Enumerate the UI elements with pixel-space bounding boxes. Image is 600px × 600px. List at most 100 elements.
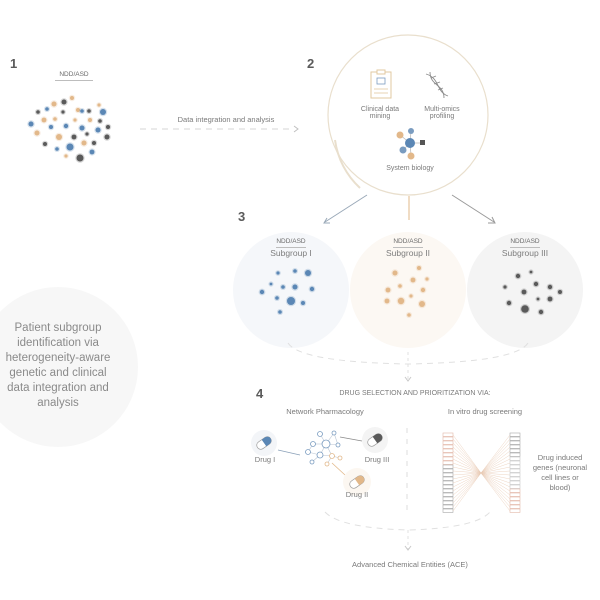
- screening-line: [452, 446, 482, 474]
- network-node: [337, 455, 343, 461]
- gene-cell-right: [509, 488, 521, 493]
- gene-cell-left: [442, 468, 454, 473]
- gene-cell-left: [442, 464, 454, 469]
- subgroup-2-dot: [410, 277, 416, 283]
- gene-cell-left: [442, 456, 454, 461]
- subgroup-2-dot: [407, 313, 411, 317]
- screening-line: [480, 472, 511, 508]
- subgroup-1-dot: [269, 282, 273, 286]
- patient-dot: [55, 147, 59, 151]
- patient-dot: [34, 130, 40, 136]
- screening-line: [480, 438, 511, 474]
- patient-dot: [43, 142, 47, 146]
- subgroup-1-dot: [287, 297, 295, 305]
- subgroup-2-tag: NDD/ASD: [393, 238, 423, 248]
- screening-line: [480, 462, 511, 474]
- gene-cell-left: [442, 460, 454, 465]
- subgroup-1-dot: [292, 284, 298, 290]
- gene-cell-right: [509, 460, 521, 465]
- screening-line: [480, 472, 511, 480]
- network-pharmacology-title: Network Pharmacology: [286, 407, 364, 416]
- network-node: [317, 431, 323, 437]
- subgroup-2-dot: [419, 301, 425, 307]
- step-3-number: 3: [238, 209, 246, 224]
- subgroup-2-dot: [398, 284, 402, 288]
- side-note-text: Patient subgroup identification via hete…: [5, 322, 111, 409]
- gene-cell-left: [442, 472, 454, 477]
- patient-dot: [73, 118, 77, 122]
- patient-dot: [85, 132, 89, 136]
- subgroup-3-dot: [547, 284, 553, 290]
- subgroup-2-dot: [409, 294, 413, 298]
- subgroup-3-dot: [521, 305, 529, 313]
- subgroup-2-dot: [385, 287, 391, 293]
- screening-line: [452, 454, 482, 474]
- gene-cell-left: [442, 436, 454, 441]
- step-1-label: NDD/ASD: [55, 71, 93, 81]
- gene-cell-right: [509, 508, 521, 513]
- subgroup-1-dot: [301, 301, 305, 305]
- screening-line: [480, 472, 511, 484]
- multi-omics-label: Multi-omics profiling: [424, 106, 460, 120]
- patient-dot: [79, 125, 85, 131]
- screening-line: [480, 472, 511, 504]
- screening-line: [480, 472, 511, 496]
- pill-icon-drug-3: [367, 433, 383, 447]
- patient-dot: [36, 110, 40, 114]
- patient-dot: [76, 154, 84, 162]
- screening-line: [452, 472, 482, 484]
- subgroup-3-dot: [536, 297, 540, 301]
- subgroup-2-dot: [425, 277, 429, 281]
- gene-cell-right: [509, 484, 521, 489]
- step-2-number: 2: [307, 56, 315, 71]
- system-biology-label: System biology: [386, 165, 434, 172]
- ace-output-label: Advanced Chemical Entities (ACE): [352, 560, 468, 569]
- screening-line: [480, 450, 511, 474]
- patient-dot: [28, 121, 34, 127]
- screening-line: [452, 472, 482, 488]
- gene-cell-left: [442, 504, 454, 509]
- gene-cell-left: [442, 500, 454, 505]
- gene-cell-right: [509, 436, 521, 441]
- subgroup-3-dot: [521, 289, 527, 295]
- screening-line: [480, 472, 511, 488]
- screening-line: [452, 438, 482, 474]
- patient-dot: [70, 96, 74, 100]
- gene-cell-left: [442, 444, 454, 449]
- network-node: [309, 459, 315, 465]
- subgroup-3-dot: [538, 309, 544, 315]
- screening-line: [480, 472, 511, 512]
- subgroup-1-dot: [276, 271, 280, 275]
- gene-cell-left: [442, 484, 454, 489]
- subgroup-2-dot: [420, 287, 426, 293]
- arrow-head-1: [323, 217, 330, 224]
- screening-line: [452, 462, 482, 474]
- subgroup-3-dot: [529, 270, 533, 274]
- pill-icon-drug-2: [349, 475, 365, 489]
- side-note-circle: [0, 287, 138, 447]
- subgroup-2-name: Subgroup II: [386, 248, 430, 258]
- step-4-title: DRUG SELECTION AND PRIORITIZATION VIA:: [339, 390, 491, 397]
- network-node: [310, 441, 316, 447]
- subgroup-1-tag: NDD/ASD: [276, 238, 306, 248]
- ace-arrow-head: [404, 545, 412, 551]
- gene-cell-right: [509, 440, 521, 445]
- subgroup-3-dot: [503, 285, 507, 289]
- screening-line: [452, 458, 482, 474]
- subgroup-1-dot: [275, 296, 279, 300]
- patient-dot: [71, 134, 77, 140]
- screening-line: [480, 472, 511, 476]
- gene-cell-right: [509, 480, 521, 485]
- screening-line: [480, 434, 511, 474]
- gene-cell-right: [509, 448, 521, 453]
- step2-ring-accent: [334, 139, 361, 189]
- screening-line: [452, 470, 482, 474]
- subgroup-2-dot: [397, 297, 405, 305]
- gene-cell-left: [442, 496, 454, 501]
- subgroup-3-tag: NDD/ASD: [510, 238, 540, 248]
- subgroup-2-dot: [384, 298, 390, 304]
- invitro-screening-title: In vitro drug screening: [447, 407, 523, 416]
- screening-line: [452, 472, 482, 480]
- gene-cell-right: [509, 492, 521, 497]
- subgroup-3-dot: [515, 273, 521, 279]
